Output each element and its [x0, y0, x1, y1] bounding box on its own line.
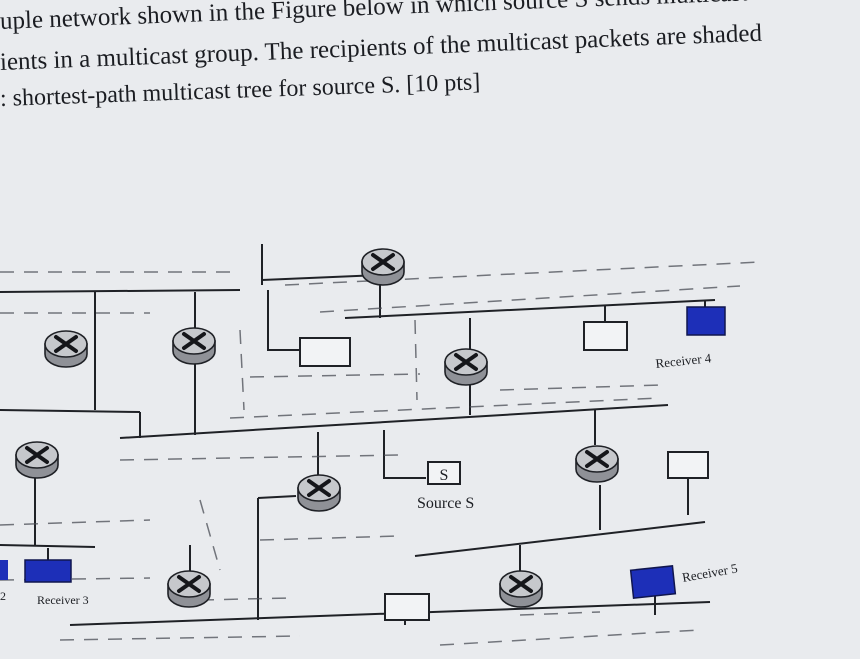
router-left: [14, 440, 60, 480]
host-mid-top: [299, 337, 351, 367]
host-right-lower: [667, 451, 709, 479]
host-right-top: [583, 321, 628, 351]
link-host-mid-top: [267, 290, 300, 351]
lan-segment-top-left: [0, 289, 241, 293]
lan-segment-middle: [119, 404, 669, 439]
receiver-3-host: [24, 559, 72, 583]
receiver-4-label: Receiver 4: [655, 350, 713, 371]
lan-segment-left-upper: [0, 409, 141, 413]
router-bottom-right: [498, 569, 544, 609]
lan-segment-top-main: [261, 274, 381, 281]
router-top: [360, 247, 406, 287]
network-links: [0, 244, 716, 626]
router-upper-mid-left: [171, 326, 217, 366]
router-upper-left: [43, 329, 89, 369]
router-bottom-left: [166, 569, 212, 609]
lan-segment-lower: [414, 521, 706, 557]
link-source-host: [383, 430, 426, 479]
lan-segment-left-mid: [0, 544, 96, 548]
source-host-box: [427, 461, 461, 485]
receiver-left-edge-host: [0, 560, 8, 580]
router-source: [296, 473, 342, 513]
router-right: [574, 444, 620, 484]
router-center: [443, 347, 489, 387]
receiver-4-host: [686, 306, 726, 336]
link-router-e-side: [257, 495, 297, 499]
receiver-5-label: Receiver 5: [681, 560, 739, 584]
host-bottom: [384, 593, 430, 621]
source-caption: Source S: [417, 495, 474, 512]
dashed-lines: [0, 261, 761, 646]
left-edge-digit: 2: [0, 589, 6, 603]
lan-segment-right-upper: [344, 299, 716, 319]
host-boxes: [299, 321, 709, 621]
source-box-label: S: [440, 467, 449, 484]
receiver-5-host: [629, 565, 677, 599]
receiver-3-label: Receiver 3: [37, 593, 89, 607]
